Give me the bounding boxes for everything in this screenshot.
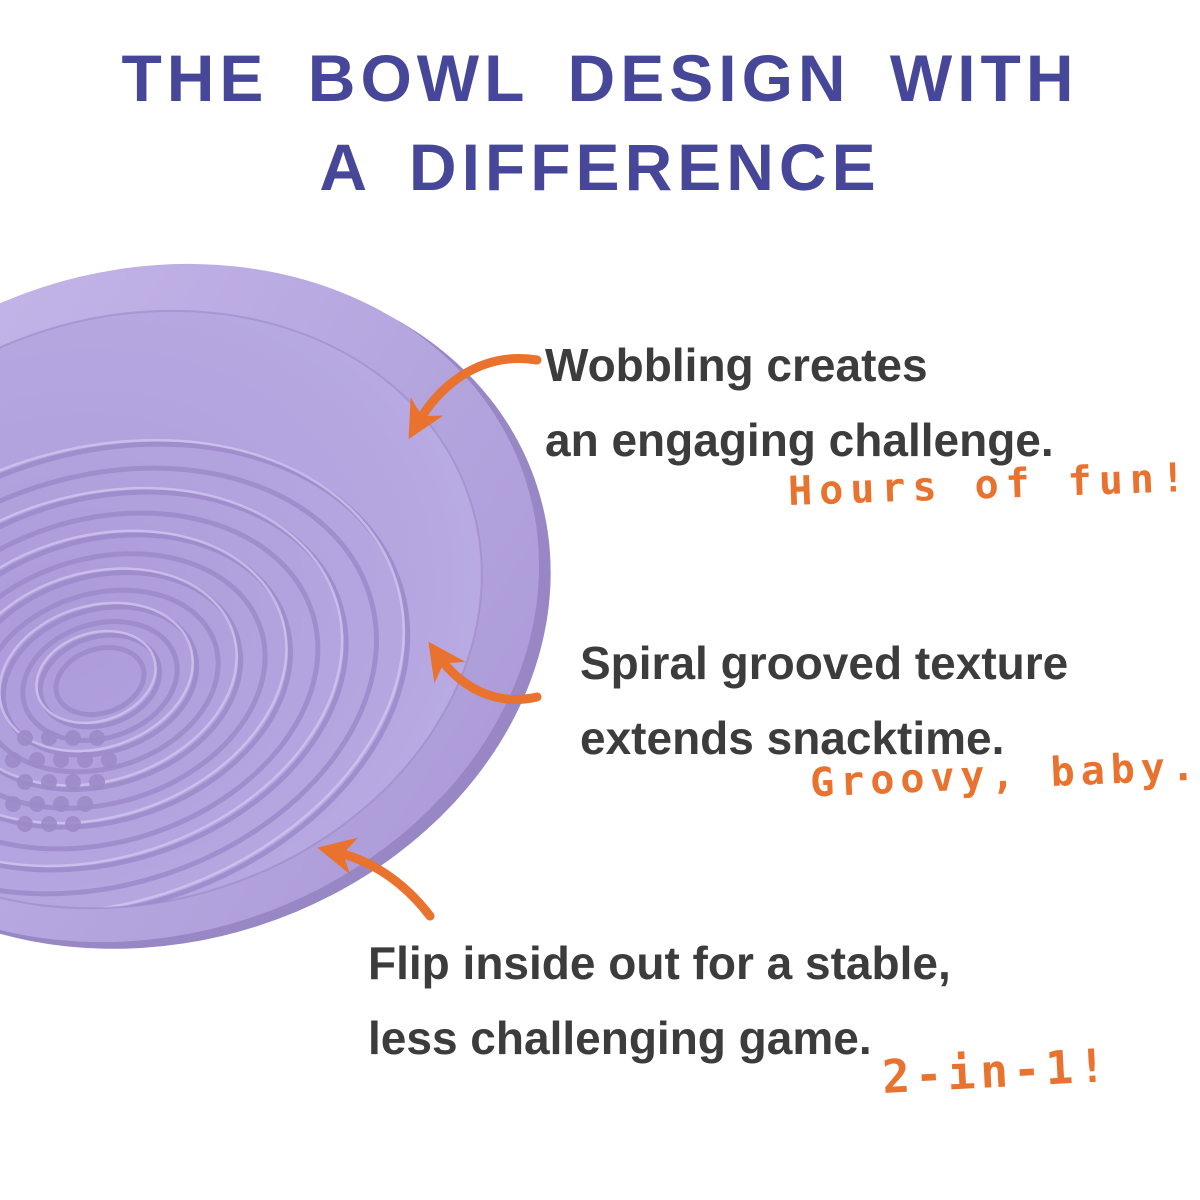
bowl-product-image — [0, 263, 551, 949]
page-title: THE BOWL DESIGN WITH A DIFFERENCE — [0, 34, 1200, 212]
feature-spiral-line-1: Spiral grooved texture — [580, 637, 1069, 689]
feature-wobbling-line-2: an engaging challenge. — [545, 414, 1054, 467]
feature-flip-line-2: less challenging game. — [368, 1012, 872, 1065]
feature-spiral-line-2: extends snacktime. — [580, 712, 1005, 765]
feature-wobbling-line-1: Wobbling creates — [545, 339, 928, 391]
handwritten-note-2-in-1: 2-in-1! — [880, 1038, 1113, 1104]
feature-wobbling: Wobbling creates an engaging challenge. — [545, 328, 1054, 479]
feature-spiral-grooves: Spiral grooved texture extends snacktime… — [580, 626, 1068, 777]
title-line-1: THE BOWL DESIGN WITH — [121, 41, 1079, 115]
title-line-2: A DIFFERENCE — [319, 130, 881, 205]
feature-flip-line-1: Flip inside out for a stable, — [368, 937, 951, 989]
feature-flip-inside-out: Flip inside out for a stable, less chall… — [368, 926, 951, 1077]
